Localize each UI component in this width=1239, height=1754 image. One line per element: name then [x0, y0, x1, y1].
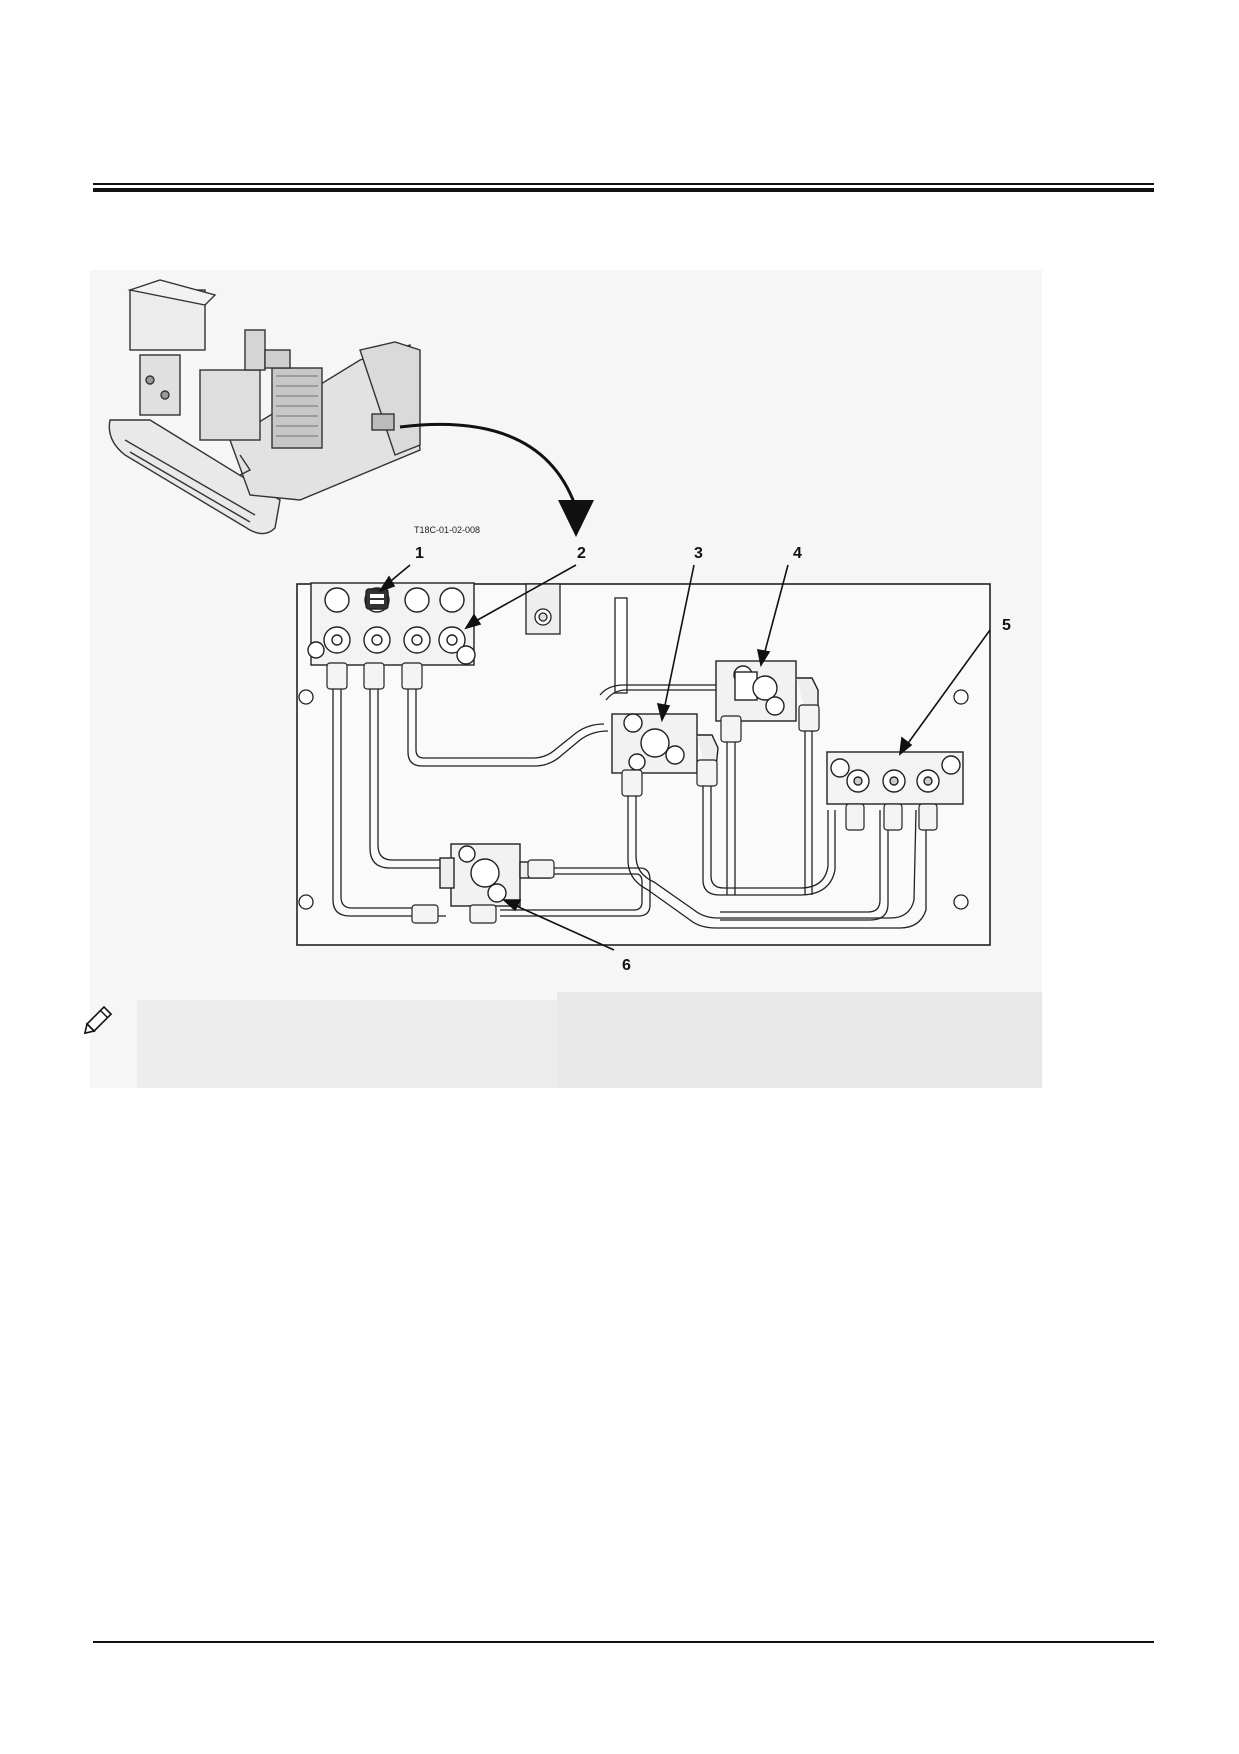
- callout-1: 1: [415, 545, 424, 562]
- note-area-left: [137, 1000, 557, 1088]
- header-rule-thin: [93, 183, 1154, 185]
- excavator-illustration: [108, 279, 421, 535]
- callout-3: 3: [694, 545, 703, 562]
- callout-6: 6: [622, 957, 631, 974]
- note-area-right: [557, 992, 1042, 1088]
- valve-block-5: [826, 751, 964, 805]
- callout-5: 5: [1002, 617, 1011, 634]
- plate-mounting-holes: [298, 689, 969, 910]
- bracket-with-nut: [525, 583, 561, 635]
- hydraulic-tubes: [332, 670, 927, 929]
- valve-block-4: [715, 660, 819, 722]
- valve-block-3: [611, 713, 719, 774]
- header-rule-thick: [93, 188, 1154, 192]
- callout-leaders: [378, 564, 991, 951]
- footer-rule: [93, 1641, 1154, 1643]
- locator-arrow-head: [558, 500, 594, 537]
- manifold-block-top-left: [307, 582, 476, 666]
- plate-slot: [614, 597, 628, 694]
- pencil-icon: [83, 1005, 113, 1035]
- tube-fittings: [326, 662, 938, 924]
- callout-2: 2: [577, 545, 586, 562]
- figure-reference-code: T18C-01-02-008: [414, 525, 480, 535]
- callout-4: 4: [793, 545, 802, 562]
- locator-arrow-line: [399, 423, 577, 506]
